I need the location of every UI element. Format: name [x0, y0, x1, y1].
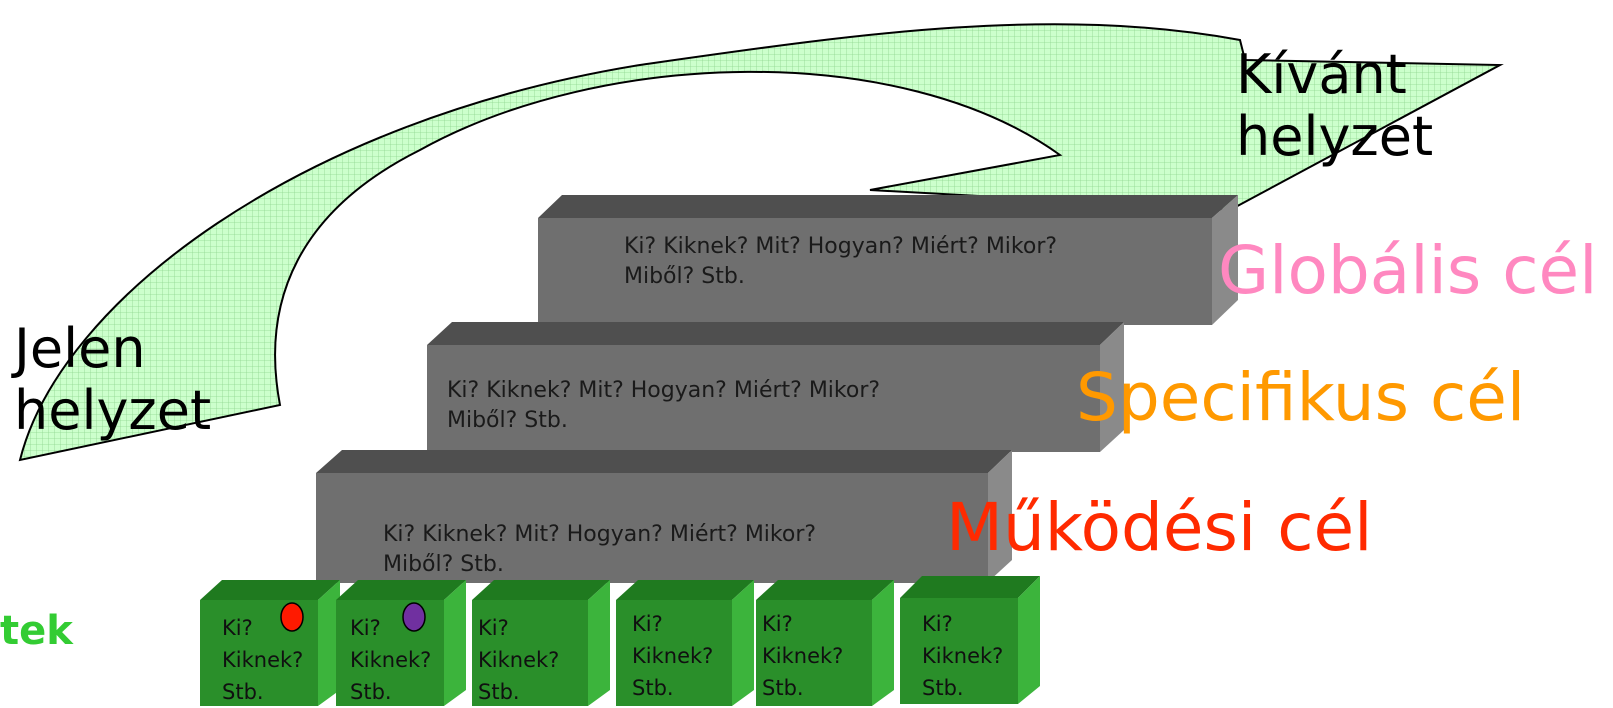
cube-text-line: Stb.	[762, 676, 804, 700]
operational-goal-label: Működési cél	[946, 489, 1373, 566]
cube-4	[616, 580, 754, 706]
cube-text-line: Ki?	[762, 612, 793, 636]
desired-state-label: Kívánt helyzet	[1236, 43, 1434, 169]
current-state-line-2: helyzet	[14, 379, 212, 443]
step-text-line: Miből? Stb.	[447, 408, 568, 433]
step-operational-text: Ki? Kiknek? Mit? Hogyan? Miért? Mikor? M…	[383, 520, 816, 580]
cube-3	[472, 580, 610, 706]
cube-text-line: Kiknek?	[922, 644, 1004, 668]
cube-text-line: Ki?	[632, 612, 663, 636]
left-partial-label: tek	[0, 608, 73, 654]
arrow-body	[18, 23, 1504, 462]
cube-2	[336, 580, 466, 706]
cube-text-line: Kiknek?	[632, 644, 714, 668]
cube-6	[900, 576, 1040, 704]
step-global-text: Ki? Kiknek? Mit? Hogyan? Miért? Mikor? M…	[624, 232, 1057, 292]
cube-5-text: Ki? Kiknek? Stb.	[762, 608, 843, 704]
step-global	[538, 195, 1238, 325]
cube-4-text: Ki? Kiknek? Stb.	[632, 608, 713, 704]
desired-state-line-1: Kívánt	[1236, 43, 1407, 106]
cube-text-line: Ki?	[922, 612, 953, 636]
marker-purple-icon	[402, 602, 426, 632]
cube-text-line: Ki?	[222, 616, 253, 640]
current-state-label: Jelen helyzet	[14, 317, 212, 443]
cube-text-line: Kiknek?	[478, 648, 560, 672]
cube-text-line: Stb.	[478, 680, 520, 704]
cube-3-text: Ki? Kiknek? Stb.	[478, 612, 559, 708]
specific-goal-label: Specifikus cél	[1076, 359, 1526, 436]
cube-5	[756, 580, 894, 706]
step-specific	[427, 322, 1124, 452]
cube-1-text: Ki? Kiknek? Stb.	[222, 612, 303, 708]
cube-text-line: Kiknek?	[762, 644, 844, 668]
step-text-line: Ki? Kiknek? Mit? Hogyan? Miért? Mikor?	[383, 522, 817, 547]
desired-state-line-2: helyzet	[1236, 105, 1434, 169]
cube-2-text: Ki? Kiknek? Stb.	[350, 612, 431, 708]
current-state-line-1: Jelen	[14, 317, 146, 380]
cube-text-line: Stb.	[922, 676, 964, 700]
cube-text-line: Stb.	[222, 680, 264, 704]
cube-text-line: Ki?	[478, 616, 509, 640]
step-text-line: Ki? Kiknek? Mit? Hogyan? Miért? Mikor?	[624, 234, 1058, 259]
cube-text-line: Stb.	[632, 676, 674, 700]
step-text-line: Miből? Stb.	[383, 552, 504, 577]
step-specific-text: Ki? Kiknek? Mit? Hogyan? Miért? Mikor? M…	[447, 376, 880, 436]
step-text-line: Ki? Kiknek? Mit? Hogyan? Miért? Mikor?	[447, 378, 881, 403]
cube-1	[200, 580, 340, 706]
cube-6-text: Ki? Kiknek? Stb.	[922, 608, 1003, 704]
step-operational	[316, 450, 1012, 583]
step-text-line: Miből? Stb.	[624, 264, 745, 289]
cube-text-line: Kiknek?	[222, 648, 304, 672]
cube-text-line: Stb.	[350, 680, 392, 704]
cube-text-line: Ki?	[350, 616, 381, 640]
marker-red-icon	[280, 602, 304, 632]
cube-text-line: Kiknek?	[350, 648, 432, 672]
global-goal-label: Globális cél	[1218, 232, 1598, 309]
